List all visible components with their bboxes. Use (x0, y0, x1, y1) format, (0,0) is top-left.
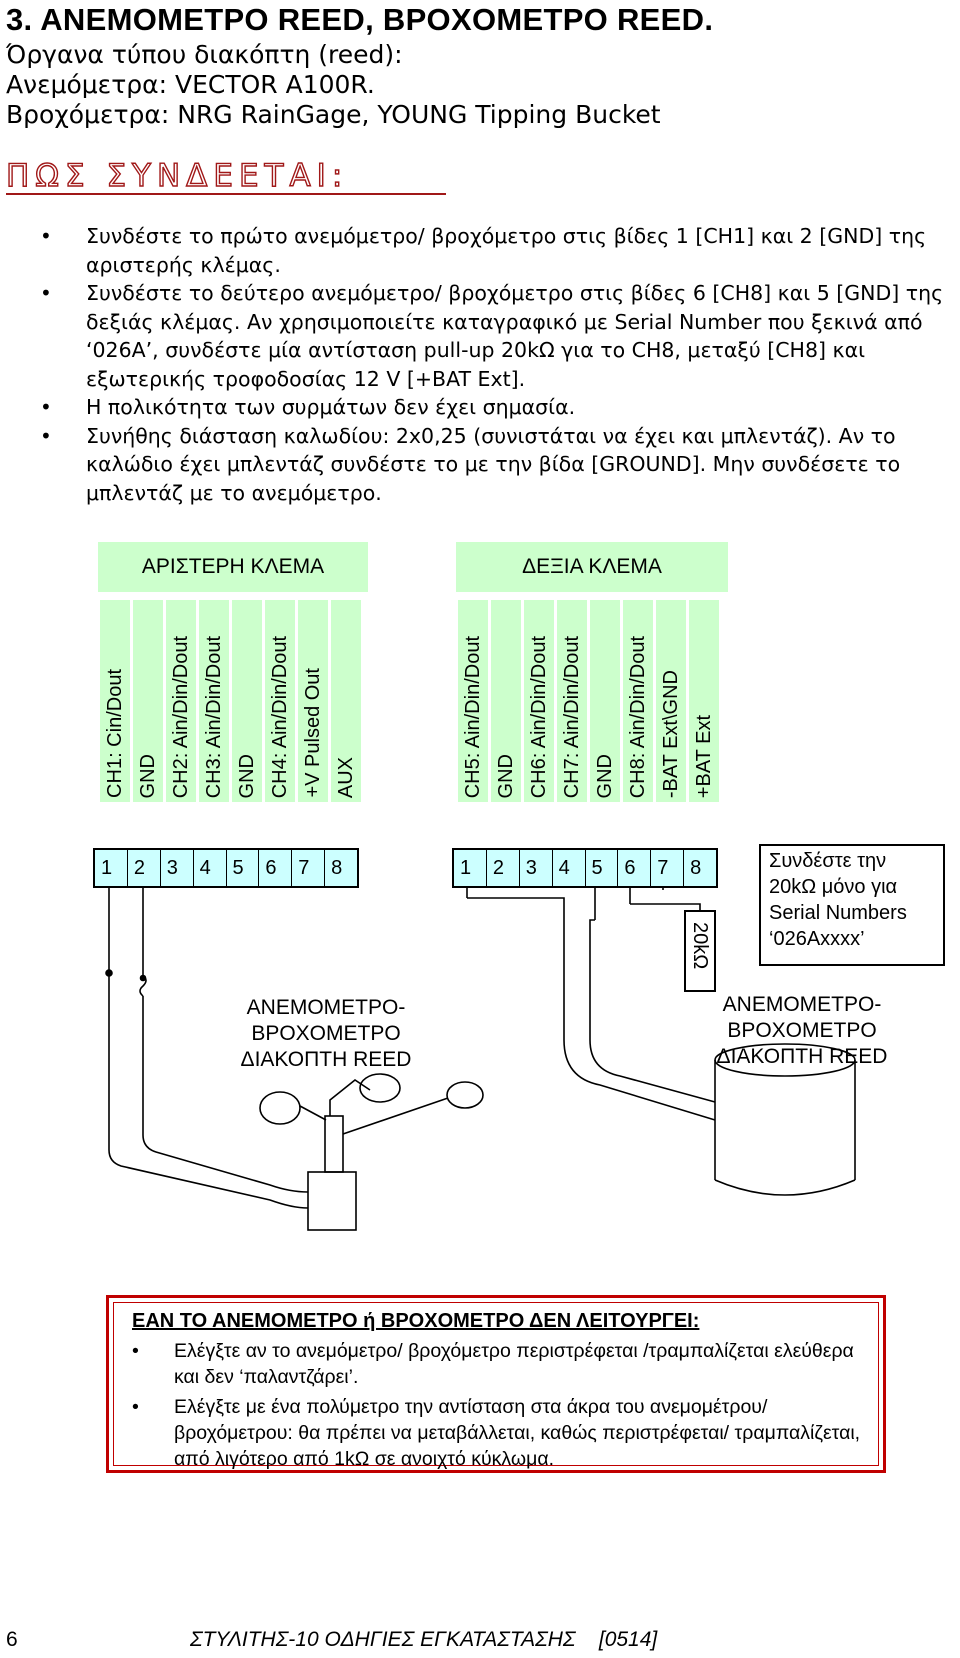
terminal-label: CH1: Cin/Dout (100, 600, 130, 802)
right-terminal-title: ΔΕΞΙΑ ΚΛΕΜΑ (456, 542, 728, 592)
pin-number: 6 (618, 850, 652, 886)
terminal-label: +BAT Ext (689, 600, 719, 802)
intro-line: Όργανα τύπου διακόπτη (reed): (6, 40, 403, 69)
terminal-label: +V Pulsed Out (298, 600, 328, 802)
device-label-line: ΔΙΑΚΟΠΤΗ REED (240, 1048, 412, 1071)
pin-number: 7 (651, 850, 685, 886)
terminal-label: GND (133, 600, 163, 802)
intro-line: Βροχόμετρα: NRG RainGage, YOUNG Tipping … (6, 100, 661, 129)
list-item: Ελέγξτε αν το ανεμόμετρο/ βροχόμετρο περ… (132, 1338, 872, 1390)
wiring-diagram (105, 888, 856, 1231)
terminal-label: GND (232, 600, 262, 802)
terminal-label: CH3: Ain/Din/Dout (199, 600, 229, 802)
terminal-label: GND (491, 600, 521, 802)
pin-number: 5 (227, 850, 260, 886)
left-terminal-pins: 1 2 3 4 5 6 7 8 (93, 848, 359, 888)
pin-number: 4 (553, 850, 586, 886)
terminal-label: CH4: Ain/Din/Dout (265, 600, 295, 802)
title-underline (6, 193, 446, 195)
section-heading: 3. ΑΝΕΜΟΜΕΤΡΟ REED, ΒΡΟΧΟΜΕΤΡΟ REED. (6, 2, 714, 37)
pin-number: 8 (690, 857, 702, 879)
troubleshooting-list: Ελέγξτε αν το ανεμόμετρο/ βροχόμετρο περ… (132, 1338, 872, 1472)
pin-number: 3 (520, 850, 553, 886)
pin-number: 1 (95, 850, 128, 886)
pin-number: 7 (292, 850, 326, 886)
device-label-line: ΒΡΟΧΟΜΕΤΡΟ (251, 1022, 401, 1045)
terminal-label: CH2: Ain/Din/Dout (166, 600, 196, 802)
terminal-label: CH6: Ain/Din/Dout (524, 600, 554, 802)
terminal-label: CH7: Ain/Din/Dout (557, 600, 587, 802)
list-item: Ελέγξτε με ένα πολύμετρο την αντίσταση σ… (132, 1394, 872, 1472)
left-device-label: ΑΝΕΜΟΜΕΤΡΟ- ΒΡΟΧΟΜΕΤΡΟ ΔΙΑΚΟΠΤΗ REED (226, 995, 426, 1073)
pin-number: 8 (331, 857, 343, 879)
terminal-label: AUX (331, 600, 361, 802)
device-label-line: ΔΙΑΚΟΠΤΗ REED (716, 1045, 888, 1068)
pin-number: 5 (586, 850, 619, 886)
pin-number: 1 (454, 850, 487, 886)
pin-number: 4 (194, 850, 227, 886)
note-line: 20kΩ μόνο για (769, 876, 898, 898)
page-number: 6 (6, 1628, 18, 1651)
how-to-connect-title: ΠΩΣ ΣΥΝΔΕΕΤΑΙ: (5, 157, 349, 194)
note-line: Serial Numbers (769, 902, 907, 924)
terminal-label: CH8: Ain/Din/Dout (623, 600, 653, 802)
device-label-line: ΒΡΟΧΟΜΕΤΡΟ (727, 1019, 877, 1042)
pin-number: 3 (161, 850, 194, 886)
page-footer: ΣΤΥΛΙΤΗΣ-10 ΟΔΗΓΙΕΣ ΕΓΚΑΤΑΣΤΑΣΗΣ [0514] (190, 1628, 658, 1651)
pin-number: 2 (128, 850, 161, 886)
pullup-resistor: 20kΩ (684, 910, 716, 992)
connection-instructions: Συνδέστε το πρώτο ανεμόμετρο/ βροχόμετρο… (40, 222, 960, 507)
left-terminal-title: ΑΡΙΣΤΕΡΗ ΚΛΕΜΑ (98, 542, 368, 592)
pin-number: 2 (487, 850, 520, 886)
list-item: Συνδέστε το δεύτερο ανεμόμετρο/ βροχόμετ… (40, 279, 960, 393)
pin-number: 6 (259, 850, 293, 886)
serial-number-note: Συνδέστε την 20kΩ μόνο για Serial Number… (759, 844, 945, 966)
device-label-line: ΑΝΕΜΟΜΕΤΡΟ- (246, 996, 406, 1019)
note-line: Συνδέστε την (769, 850, 887, 872)
troubleshooting-title: ΕΑΝ ΤΟ ΑΝΕΜΟΜΕΤΡΟ ή ΒΡΟΧΟΜΕΤΡΟ ΔΕΝ ΛΕΙΤΟ… (132, 1310, 700, 1332)
right-device-label: ΑΝΕΜΟΜΕΤΡΟ- ΒΡΟΧΟΜΕΤΡΟ ΔΙΑΚΟΠΤΗ REED (702, 992, 902, 1070)
intro-line: Ανεμόμετρα: VECTOR A100R. (6, 70, 375, 99)
right-terminal-pins: 1 2 3 4 5 6 7 8 (452, 848, 718, 888)
list-item: Συνδέστε το πρώτο ανεμόμετρο/ βροχόμετρο… (40, 222, 960, 279)
note-line: ‘026Axxxx’ (769, 928, 865, 950)
list-item: Η πολικότητα των συρμάτων δεν έχει σημασ… (40, 393, 960, 422)
list-item: Συνήθης διάσταση καλωδίου: 2x0,25 (συνισ… (40, 422, 960, 508)
device-label-line: ΑΝΕΜΟΜΕΤΡΟ- (722, 993, 882, 1016)
terminal-label: -BAT Ext\GND (656, 600, 686, 802)
terminal-label: GND (590, 600, 620, 802)
terminal-label: CH5: Ain/Din/Dout (458, 600, 488, 802)
